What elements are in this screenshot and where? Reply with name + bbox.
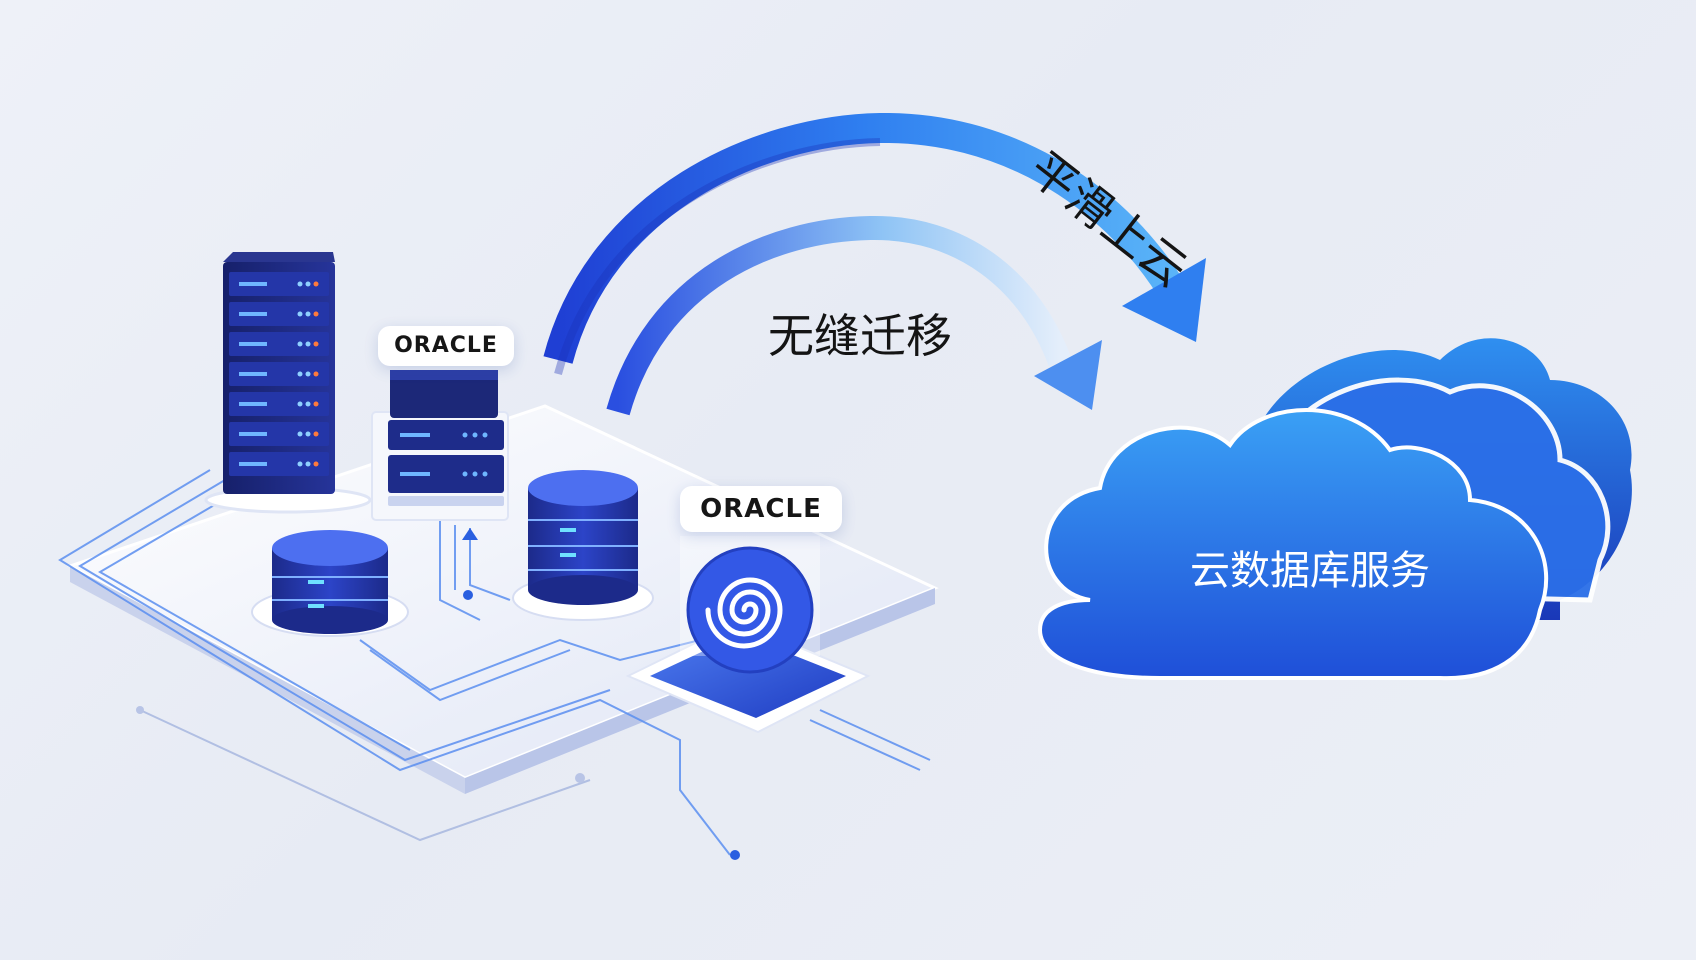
rack-unit-led — [305, 431, 311, 437]
rack-unit-led — [313, 431, 319, 437]
rack-unit — [229, 362, 329, 386]
rack-unit-led — [313, 311, 319, 317]
circuit-lines — [58, 469, 931, 856]
database-icon — [251, 530, 409, 637]
server-rack-icon — [204, 252, 372, 514]
server-stack-icon — [371, 370, 509, 521]
database-icon — [512, 470, 654, 621]
cloud-database-service-title: 云数据库服务 — [1190, 548, 1430, 594]
circuit-node — [463, 590, 473, 600]
rack-unit-led — [313, 281, 319, 287]
rack-unit-led — [297, 311, 303, 317]
rack-unit-led — [305, 461, 311, 467]
arrow-icon — [462, 528, 478, 540]
circuit-node — [730, 850, 740, 860]
rack-unit-indicator — [239, 432, 267, 436]
rack-unit-indicator — [239, 312, 267, 316]
seamless-migration-arrow-icon — [606, 215, 1102, 416]
rack-unit — [229, 422, 329, 446]
rack-unit-indicator — [239, 342, 267, 346]
smooth-migration-arrow-icon — [543, 112, 1206, 376]
rack-unit-led — [305, 371, 311, 377]
rack-unit-led — [313, 371, 319, 377]
rack-unit-indicator — [239, 282, 267, 286]
rack-unit-led — [297, 371, 303, 377]
rack-unit-led — [305, 341, 311, 347]
rack-unit-led — [297, 401, 303, 407]
rack-unit-led — [305, 281, 311, 287]
rack-unit-indicator — [239, 462, 267, 466]
rack-unit-led — [313, 461, 319, 467]
rack-unit-led — [297, 461, 303, 467]
rack-unit — [229, 332, 329, 356]
rack-unit-indicator — [239, 402, 267, 406]
rack-unit-led — [313, 401, 319, 407]
rack-unit — [229, 302, 329, 326]
rack-unit — [229, 272, 329, 296]
rack-unit-led — [313, 341, 319, 347]
seamless-migration-caption: 无缝迁移 — [768, 309, 952, 363]
circuit-node — [136, 706, 144, 714]
rack-unit-led — [297, 431, 303, 437]
rack-unit-indicator — [239, 372, 267, 376]
oracle-logo-label: ORACLE — [378, 326, 514, 366]
rack-unit-led — [297, 341, 303, 347]
cloud-icon — [1037, 338, 1632, 681]
rack-unit-led — [297, 281, 303, 287]
circuit-node — [575, 773, 585, 783]
rack-unit — [229, 452, 329, 476]
oracle-logo-label: ORACLE — [680, 486, 842, 532]
rack-unit-led — [305, 311, 311, 317]
rack-unit-led — [305, 401, 311, 407]
rack-unit — [229, 392, 329, 416]
oracle-spiral-icon — [625, 536, 871, 734]
